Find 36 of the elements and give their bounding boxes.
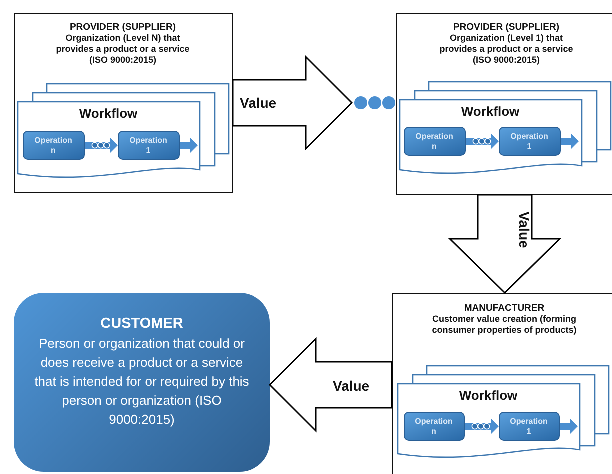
node-title: PROVIDER (SUPPLIER) xyxy=(452,22,561,33)
operation-label: Operation 1 xyxy=(510,132,550,152)
operation-box xyxy=(404,412,464,440)
node-description: Organization (Level 1) that provides a product or a service (ISO 9000:2015) xyxy=(438,33,574,66)
provider-box xyxy=(14,13,233,193)
edge-label: Value xyxy=(516,212,532,248)
edge-label: Value xyxy=(333,378,370,394)
node-title: PROVIDER (SUPPLIER) xyxy=(68,22,178,33)
edge-label: Value xyxy=(240,95,277,111)
operation-box xyxy=(498,126,560,156)
node-title: CUSTOMER xyxy=(100,315,184,334)
manufacturer-box xyxy=(392,293,612,474)
provider-box xyxy=(396,13,612,195)
workflow-title: Workflow xyxy=(460,104,521,118)
node-title: MANUFACTURER xyxy=(463,303,546,314)
operation-label: Operation n xyxy=(34,136,74,156)
operation-label: Operation n xyxy=(414,416,454,436)
node-description: Organization (Level N) that provides a product or a service (ISO 9000:2015) xyxy=(55,33,191,66)
workflow-title: Workflow xyxy=(458,388,519,402)
operation-label: Operation 1 xyxy=(128,136,168,156)
flow-arrow xyxy=(466,134,499,150)
node-description: Person or organization that could or does receive a product or a service that is intended for or required by this person or organization (ISO 9000:2015) xyxy=(34,335,250,429)
flow-arrow xyxy=(465,418,499,434)
flow-arrow xyxy=(85,138,118,154)
node-description: Customer value creation (forming consumer properties of products) xyxy=(431,314,578,336)
block-arrow xyxy=(448,194,562,294)
workflow-title: Workflow xyxy=(78,106,139,120)
customer-box xyxy=(14,293,270,472)
operation-label: Operation 1 xyxy=(509,416,549,436)
operation-label: Operation n xyxy=(414,132,454,152)
operation-box xyxy=(22,130,84,160)
operation-box xyxy=(404,126,466,156)
block-arrow xyxy=(268,337,393,433)
operation-box xyxy=(118,130,180,160)
operation-box xyxy=(498,412,560,440)
block-arrow xyxy=(232,55,354,151)
